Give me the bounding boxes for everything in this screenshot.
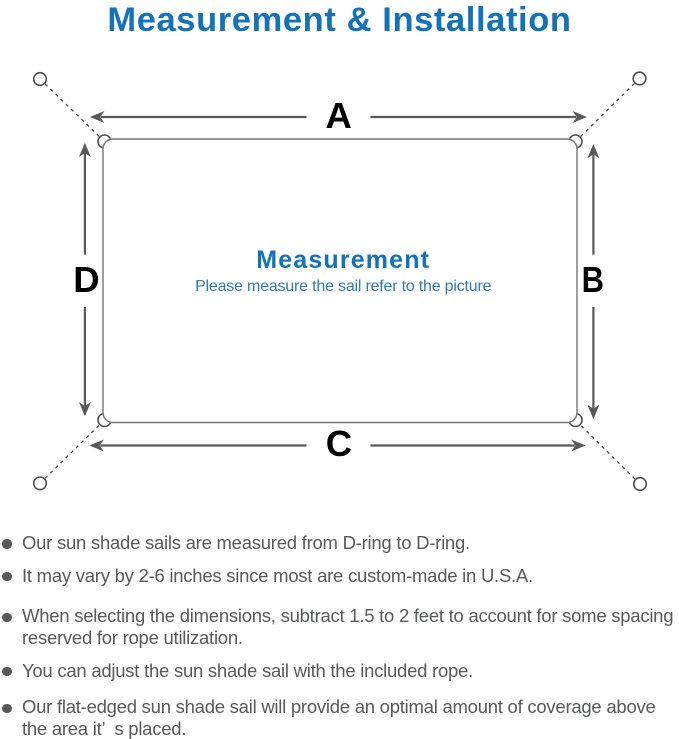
svg-text:A: A [326,95,352,136]
svg-text:B: B [582,259,604,300]
svg-text:D: D [73,259,99,300]
svg-text:C: C [326,423,352,464]
